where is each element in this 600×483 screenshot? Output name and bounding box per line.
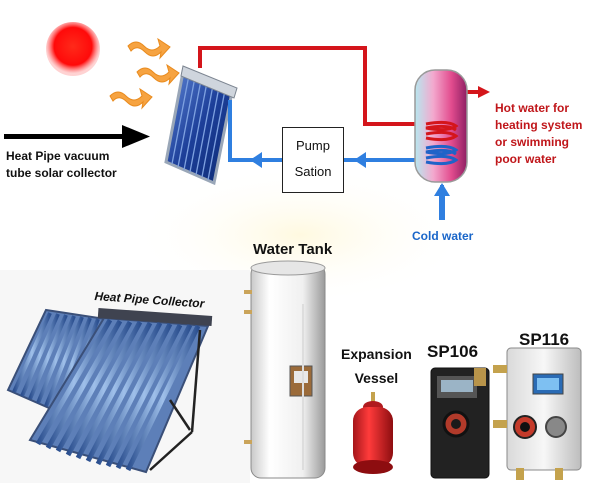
sp106-station-photo [430,367,490,479]
input-arrow [4,125,150,148]
arrow-right-icon [122,125,150,148]
heat-pipe-collector-photo [6,308,213,474]
collector-label: Heat Pipe vacuum tube solar collector [6,148,117,182]
heat-arrows [109,37,180,110]
water-tank-label: Water Tank [253,241,333,258]
hot-water-line4: poor water [495,152,557,166]
pump-station-line2: Sation [294,164,332,179]
expansion-line2: Vessel [354,370,399,386]
sp106-label: SP106 [427,342,479,361]
arrow-left-icon [354,152,366,168]
heat-arrow-icon [127,37,171,60]
cold-water-label: Cold water [412,229,474,243]
sp116-label: SP116 [519,330,570,349]
pump-station-line1: Pump [296,138,330,153]
collector-label-line1: Heat Pipe vacuum [6,149,110,163]
heat-arrow-icon [109,87,153,110]
heat-arrow-icon [136,63,180,86]
arrow-left-icon [250,152,262,168]
hot-water-line3: or swimming [495,135,570,149]
arrow-up-icon [434,183,450,196]
pump-station-box: Pump Sation [282,127,344,193]
sp116-station-photo [493,347,582,480]
hot-water-label: Hot water for heating system or swimming… [495,100,582,168]
sun-icon [46,22,100,76]
solar-collector-icon [164,65,238,186]
expansion-vessel-label: Expansion Vessel [341,342,412,390]
arrow-right-icon [478,86,490,98]
expansion-line1: Expansion [341,346,412,362]
expansion-vessel-photo [353,392,393,474]
collector-label-line2: tube solar collector [6,166,117,180]
water-tank-photo [244,260,326,479]
hot-water-line2: heating system [495,118,583,132]
hot-water-line1: Hot water for [495,101,570,115]
storage-tank-icon [414,69,468,183]
